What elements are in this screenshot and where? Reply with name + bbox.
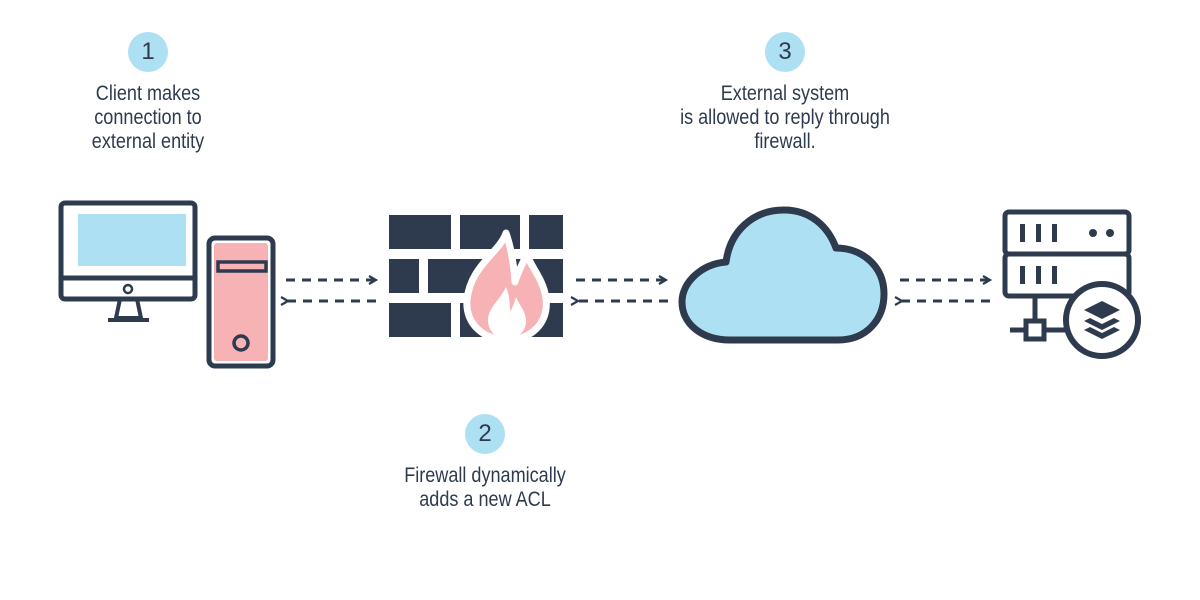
desktop-computer-icon xyxy=(58,200,276,369)
step-2-caption: Firewall dynamically adds a new ACL xyxy=(373,464,597,512)
computer-tower-icon xyxy=(206,235,276,369)
step-1-caption: Client makes connection to external enti… xyxy=(62,82,234,154)
step-3-line-3: firewall. xyxy=(754,130,816,153)
step-1-line-1: Client makes xyxy=(95,82,201,105)
step-2-badge: 2 xyxy=(465,414,505,454)
step-1-badge: 1 xyxy=(128,32,168,72)
server-icon xyxy=(1002,209,1141,359)
step-2-line-2: adds a new ACL xyxy=(419,488,551,511)
step-3-line-1: External system xyxy=(720,82,850,105)
step-1-line-2: connection to xyxy=(94,106,202,129)
step-3-line-2: is allowed to reply through xyxy=(680,106,890,129)
flame-icon xyxy=(463,229,550,344)
cloud-icon xyxy=(678,206,888,344)
firewall-icon xyxy=(389,215,563,344)
step-3-number: 3 xyxy=(778,38,792,65)
step-1-number: 1 xyxy=(141,38,155,65)
monitor-icon xyxy=(58,200,198,322)
layers-icon xyxy=(1063,281,1141,359)
step-2-line-1: Firewall dynamically xyxy=(404,464,566,487)
step-3-badge: 3 xyxy=(765,32,805,72)
step-2-number: 2 xyxy=(478,420,492,447)
step-1-line-3: external entity xyxy=(91,130,205,153)
step-3-caption: External system is allowed to reply thro… xyxy=(656,82,914,154)
